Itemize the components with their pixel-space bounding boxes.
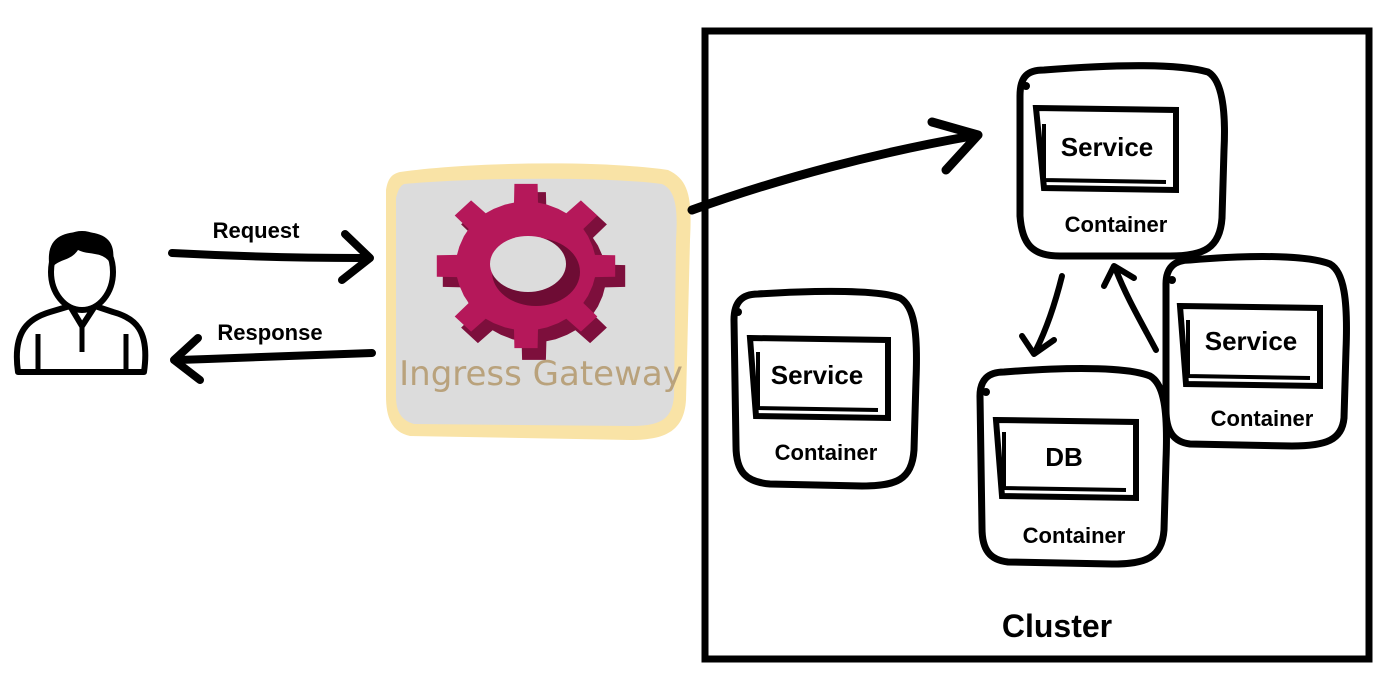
container-outer-label: Container [1211, 406, 1314, 431]
container-inner-label: Service [771, 360, 864, 390]
ingress-gateway: Ingress Gateway [386, 163, 691, 441]
gear-icon [436, 183, 626, 360]
container-inner-label: DB [1045, 442, 1083, 472]
request-arrow [168, 230, 374, 284]
container-card: DB Container [976, 365, 1170, 568]
response-arrow [170, 334, 376, 384]
response-label: Response [217, 320, 322, 345]
service-box [1032, 104, 1179, 194]
container-card: Service Container [1162, 253, 1350, 450]
container-outer-label: Container [1023, 523, 1126, 548]
container-outer-label: Container [1065, 212, 1168, 237]
container-inner-label: Service [1061, 132, 1154, 162]
container-card: Service Container [1016, 62, 1228, 260]
cluster-boundary [701, 27, 1373, 663]
cluster-label: Cluster [1002, 608, 1112, 644]
db-box [992, 416, 1139, 502]
container-card: Service Container [730, 287, 920, 490]
service-box [746, 334, 891, 422]
service-to-service-arrow [1101, 263, 1159, 353]
gateway-label: Ingress Gateway [399, 354, 683, 394]
container-inner-label: Service [1205, 326, 1298, 356]
user-icon [13, 231, 149, 375]
container-outer-label: Container [775, 440, 878, 465]
service-to-db-arrow [1019, 273, 1065, 357]
request-label: Request [213, 218, 300, 243]
service-box [1176, 302, 1323, 390]
gateway-to-service-arrow [687, 117, 983, 215]
